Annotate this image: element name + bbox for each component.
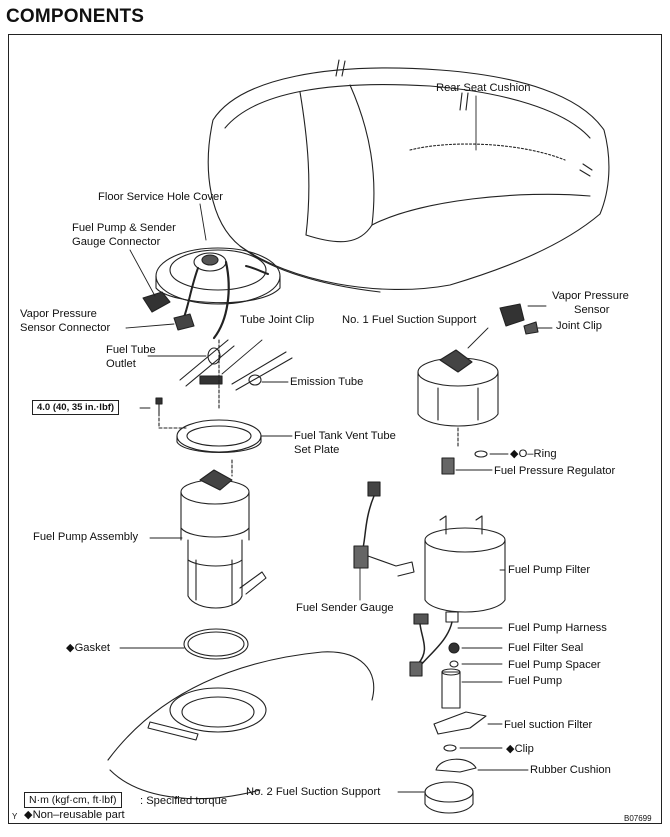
label-fuel-tank-vent-tube-line1: Fuel Tank Vent Tube (294, 430, 396, 442)
label-fuel-pump-assembly: Fuel Pump Assembly (33, 531, 139, 543)
label-fuel-suction-filter: Fuel suction Filter (504, 719, 593, 731)
figure-code: B07699 (624, 814, 652, 823)
fuel-tube-outlet-drawing (147, 339, 235, 387)
vapor-pressure-sensor-connector-drawing (125, 313, 195, 331)
label-clip: ◆Clip (506, 743, 534, 755)
legend-torque-unit-box: N·m (kgf·cm, ft·lbf) (24, 792, 122, 808)
label-fuel-pump-sender-connector-line2: Gauge Connector (72, 236, 161, 248)
label-no1-fuel-suction-support: No. 1 Fuel Suction Support (342, 314, 477, 326)
label-fuel-pressure-regulator: Fuel Pressure Regulator (494, 465, 616, 477)
label-fuel-sender-gauge: Fuel Sender Gauge (296, 602, 394, 614)
fuel-pump-spacer-drawing (449, 660, 503, 668)
label-fuel-pump-spacer: Fuel Pump Spacer (508, 659, 601, 671)
no2-fuel-suction-support-drawing (397, 781, 474, 814)
label-rear-seat-cushion: Rear Seat Cushion (436, 82, 531, 94)
label-fuel-pump-sender-connector-line1: Fuel Pump & Sender (72, 222, 176, 234)
label-joint-clip: Joint Clip (556, 320, 603, 332)
bolt-drawing (139, 397, 187, 429)
rear-seat-cushion-drawing (207, 59, 610, 293)
diagram-frame (8, 34, 662, 824)
label-fuel-pump-filter: Fuel Pump Filter (508, 564, 591, 576)
label-fuel-tube-outlet-line2: Outlet (106, 358, 136, 370)
label-fuel-pump: Fuel Pump (508, 675, 563, 687)
label-fuel-tube-outlet-line1: Fuel Tube (106, 344, 156, 356)
label-rubber-cushion: Rubber Cushion (530, 764, 611, 776)
fuel-pump-sender-connector-drawing (129, 249, 171, 313)
label-fuel-tank-vent-tube-line2: Set Plate (294, 444, 340, 456)
vapor-pressure-sensor-drawing (499, 303, 547, 327)
fuel-tank-opening-drawing (107, 651, 375, 800)
legend-nonreusable: ◆Non–reusable part (24, 809, 125, 821)
fuel-suction-filter-drawing (433, 711, 503, 735)
joint-clip-drawing (523, 321, 553, 335)
legend-torque-text: : Specified torque (140, 795, 228, 807)
fuel-filter-seal-drawing (448, 642, 503, 654)
clip-drawing (443, 744, 503, 752)
label-vapor-pressure-sensor-connector-line1: Vapor Pressure (20, 308, 97, 320)
o-ring-drawing (474, 450, 509, 458)
label-fuel-pump-harness: Fuel Pump Harness (508, 622, 607, 634)
label-emission-tube: Emission Tube (290, 376, 364, 388)
fuel-pump-filter-drawing (424, 515, 506, 613)
label-no2-fuel-suction-support: No. 2 Fuel Suction Support (246, 786, 381, 798)
rubber-cushion-drawing (435, 758, 529, 773)
vent-tube-set-plate-drawing (176, 339, 293, 453)
label-vapor-pressure-sensor-line1: Vapor Pressure (552, 290, 629, 302)
label-tube-joint-clip: Tube Joint Clip (240, 314, 315, 326)
label-gasket: ◆Gasket (66, 642, 111, 654)
tube-joint-clip-drawing (221, 339, 293, 391)
label-vapor-pressure-sensor-line2: Sensor (574, 304, 610, 316)
page-title: COMPONENTS (6, 6, 145, 27)
corner-mark: Y (12, 812, 18, 821)
label-o-ring: ◆O–Ring (510, 448, 557, 460)
torque-value-box: 4.0 (40, 35 in.·lbf) (32, 400, 120, 415)
fuel-pump-drawing (441, 668, 503, 709)
label-vapor-pressure-sensor-connector-line2: Sensor Connector (20, 322, 111, 334)
fuel-pump-assembly-drawing (149, 459, 267, 609)
fuel-pressure-regulator-drawing (441, 457, 493, 475)
gasket-drawing (119, 628, 249, 660)
fuel-sender-gauge-drawing (353, 481, 415, 601)
fuel-pump-harness-drawing (409, 611, 503, 677)
label-fuel-filter-seal: Fuel Filter Seal (508, 642, 584, 654)
label-floor-service-hole-cover: Floor Service Hole Cover (98, 191, 223, 203)
no1-fuel-suction-support-drawing (417, 327, 499, 449)
